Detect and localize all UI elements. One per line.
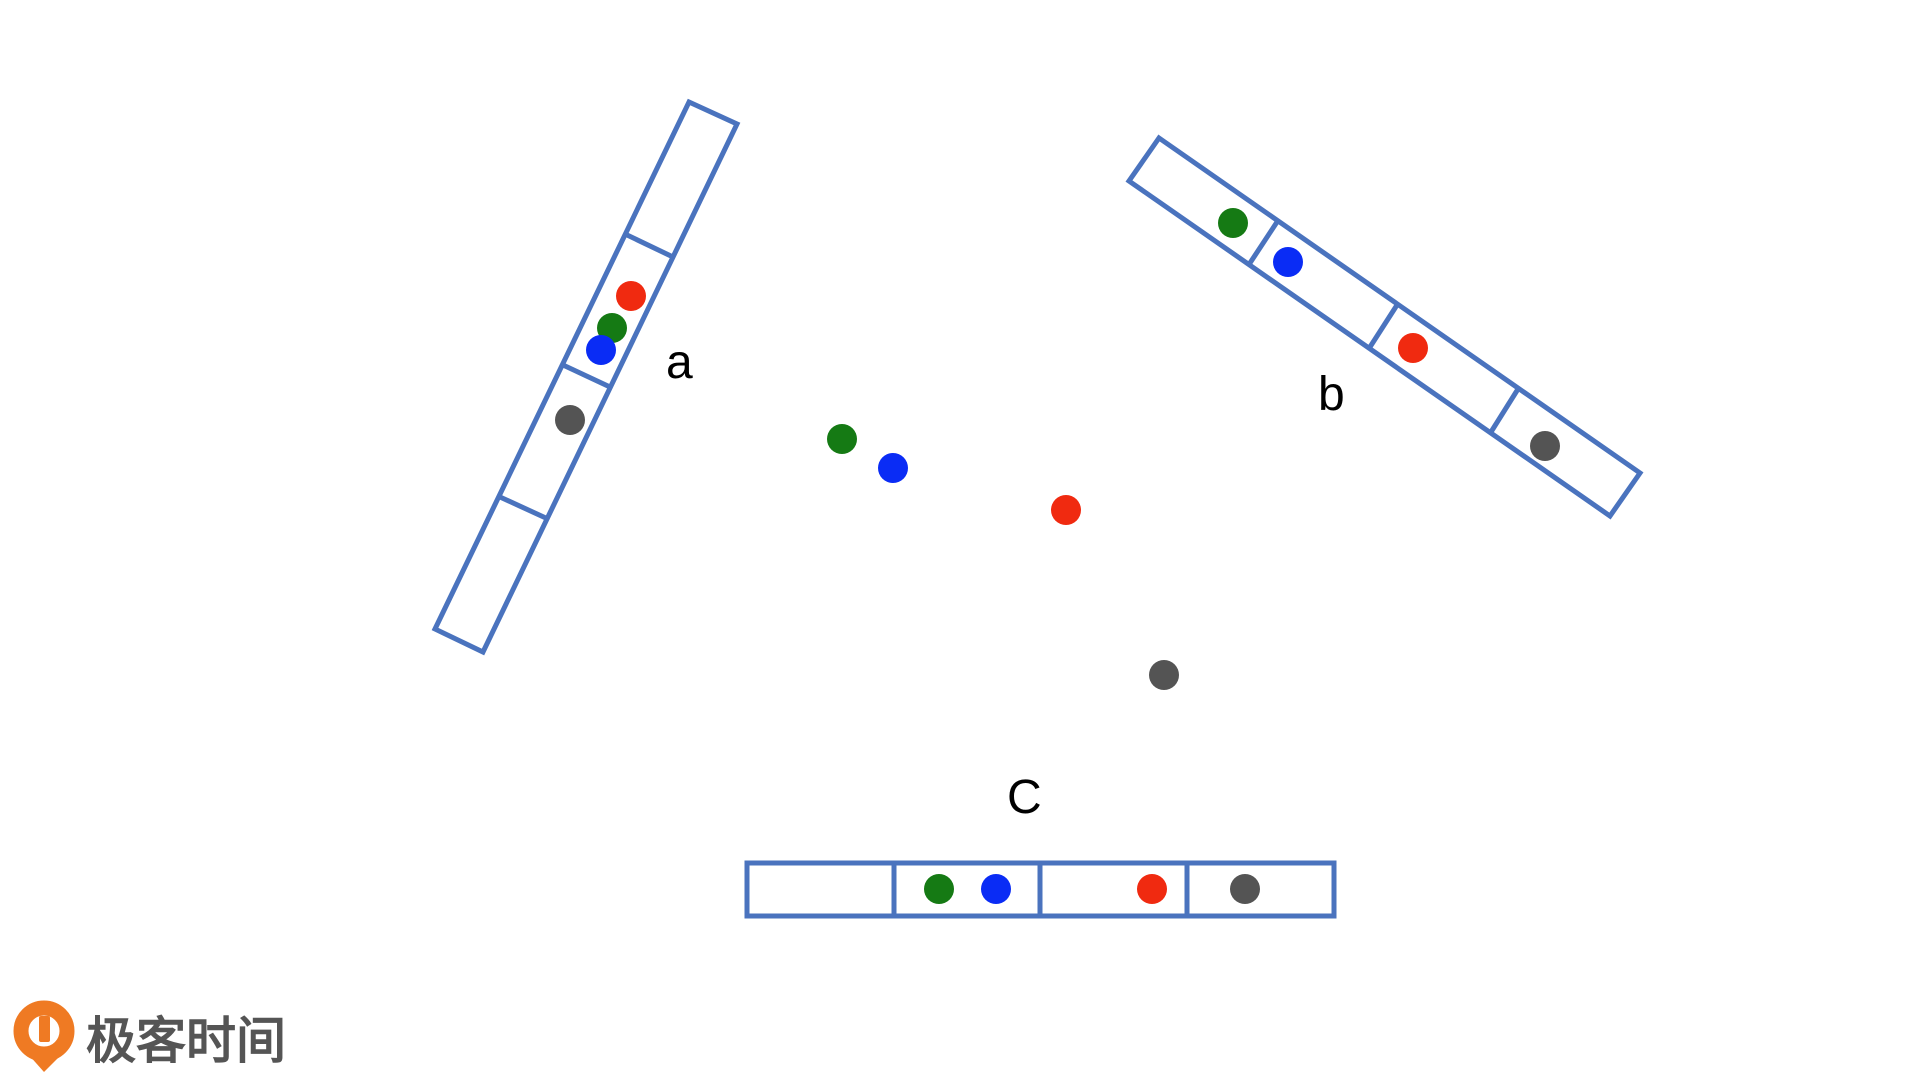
label-a: a [666, 336, 693, 389]
bar-b-point-red [1398, 333, 1428, 363]
bar-b-point-gray [1530, 431, 1560, 461]
bar-a-outline [431, 98, 741, 656]
label-b: b [1318, 368, 1345, 421]
bar-a-divider-1 [623, 231, 675, 260]
bar-b-divider-1 [1247, 220, 1280, 265]
bar-a-divider-2 [561, 362, 612, 390]
bar-a-divider-3 [498, 494, 550, 522]
bar-c-point-blue [981, 874, 1011, 904]
label-c: C [1007, 771, 1042, 824]
logo-text: 极客时间 [86, 1012, 286, 1070]
bar-b-outline [1125, 134, 1644, 520]
bar-a-point-gray [555, 405, 585, 435]
bar-b-divider-3 [1488, 387, 1521, 434]
geektime-logo-icon [13, 1000, 75, 1072]
bar-b-divider-2 [1367, 303, 1400, 349]
point-green [827, 424, 857, 454]
bar-b-point-green [1218, 208, 1248, 238]
projection-bar-a [431, 98, 741, 656]
bar-b-point-blue [1273, 247, 1303, 277]
point-gray [1149, 660, 1179, 690]
original-points [827, 424, 1179, 690]
projection-bar-c [744, 860, 1337, 919]
bar-a-point-red [616, 281, 646, 311]
bar-c-point-gray [1230, 874, 1260, 904]
bar-c-point-red [1137, 874, 1167, 904]
geektime-logo: 极客时间 [13, 1000, 286, 1072]
bar-c-point-green [924, 874, 954, 904]
bar-a-point-blue [586, 335, 616, 365]
projection-bar-b [1125, 134, 1644, 520]
point-red [1051, 495, 1081, 525]
point-blue [878, 453, 908, 483]
